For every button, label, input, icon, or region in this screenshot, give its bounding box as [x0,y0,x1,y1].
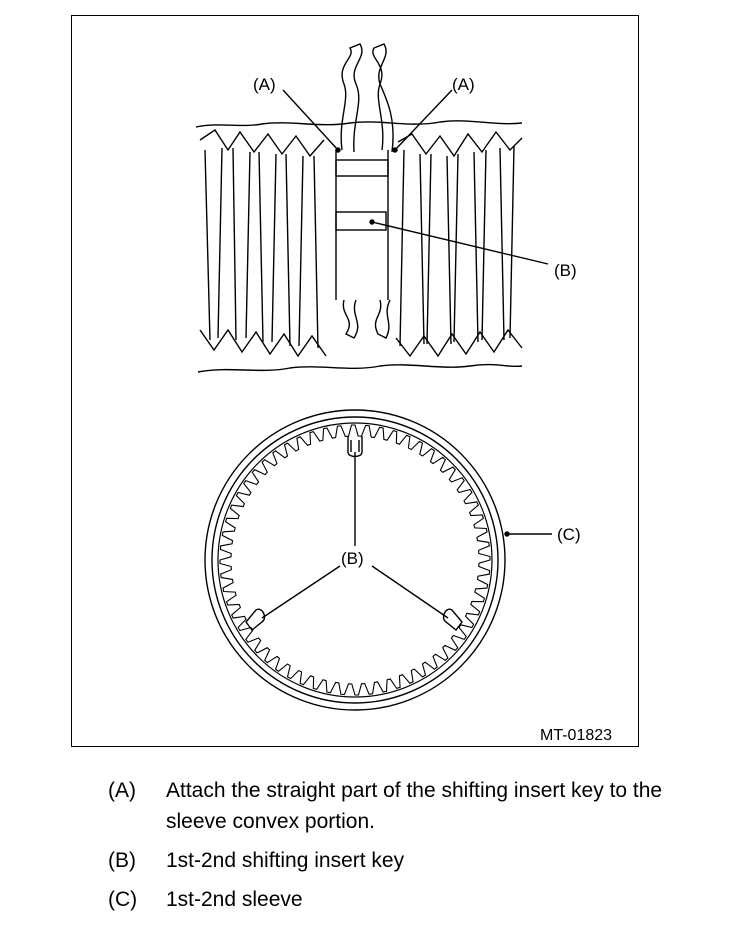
legend-item: (C) 1st-2nd sleeve [108,884,708,915]
legend-key: (B) [108,849,136,872]
callout-b-top: (B) [554,261,577,280]
legend-item: (A) Attach the straight part of the shif… [108,775,708,837]
sleeve-ring-view [204,409,552,711]
sleeve-spline-view [195,43,549,373]
legend: (A) Attach the straight part of the shif… [108,775,708,923]
callout-a-right: (A) [452,75,475,94]
figure-illustration: (A) (A) (B) (B) (C) MT-01823 [195,43,612,744]
legend-key: (C) [108,888,138,911]
legend-key: (A) [108,779,136,802]
callout-c: (C) [557,525,581,544]
figure-frame [71,15,639,747]
callout-b-bottom: (B) [341,549,364,568]
callout-a-left: (A) [253,75,276,94]
legend-item: (B) 1st-2nd shifting insert key [108,845,708,876]
legend-text: 1st-2nd sleeve [166,888,303,911]
legend-text: 1st-2nd shifting insert key [166,849,405,872]
figure-id: MT-01823 [540,727,612,744]
legend-text: Attach the straight part of the shifting… [166,779,663,833]
